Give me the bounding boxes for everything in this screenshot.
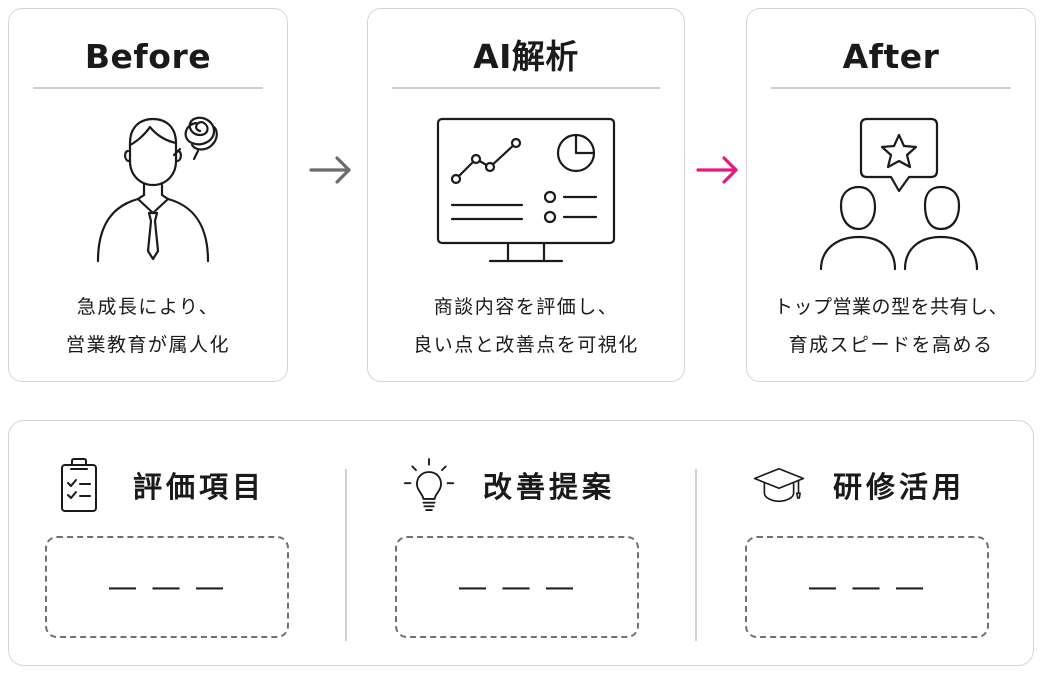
placeholder-box: — — — xyxy=(745,536,989,638)
arrow-right-accent-icon xyxy=(694,148,742,196)
ai-analysis-description-line1: 商談内容を評価し、 xyxy=(433,296,619,318)
after-description-line2: 育成スピードを高める xyxy=(788,334,994,356)
monitor-analytics-icon xyxy=(368,101,684,276)
feature-training-use: 研修活用 — — — xyxy=(709,421,1009,665)
feature-evaluation-items: 評価項目 — — — xyxy=(9,421,309,665)
after-card: After トップ営業の型を共有し、 育成スピードを高める xyxy=(746,8,1036,382)
ai-analysis-card: AI解析 商談内容を評価し、 良い点と改善点を可視化 xyxy=(367,8,685,382)
lightbulb-icon xyxy=(403,455,455,515)
ai-analysis-title: AI解析 xyxy=(473,37,579,76)
arrow-right-icon xyxy=(307,148,355,196)
before-description-line2: 営業教育が属人化 xyxy=(65,334,230,356)
placeholder-box: — — — xyxy=(45,536,289,638)
feature-label: 研修活用 xyxy=(832,470,965,504)
shared-expertise-icon xyxy=(747,101,1035,276)
confused-person-icon xyxy=(9,101,287,276)
feature-improvement-suggestions: 改善提案 — — — xyxy=(359,421,659,665)
divider xyxy=(392,87,660,89)
before-title: Before xyxy=(84,37,212,76)
feature-label: 改善提案 xyxy=(482,470,615,504)
column-divider xyxy=(695,469,697,641)
graduation-cap-icon xyxy=(753,455,805,515)
clipboard-checklist-icon xyxy=(53,455,105,515)
feature-label: 評価項目 xyxy=(132,470,265,504)
ai-analysis-description-line2: 良い点と改善点を可視化 xyxy=(413,334,639,356)
column-divider xyxy=(345,469,347,641)
after-title: After xyxy=(842,37,940,76)
before-description-line1: 急成長により、 xyxy=(76,296,220,318)
divider xyxy=(33,87,263,89)
placeholder-box: — — — xyxy=(395,536,639,638)
after-description-line1: トップ営業の型を共有し、 xyxy=(773,296,1008,318)
before-card: Before 急成長により、 営業教育が属人化 xyxy=(8,8,288,382)
features-panel: 評価項目 — — — 改善提案 — — — xyxy=(8,420,1034,666)
divider xyxy=(771,87,1011,89)
